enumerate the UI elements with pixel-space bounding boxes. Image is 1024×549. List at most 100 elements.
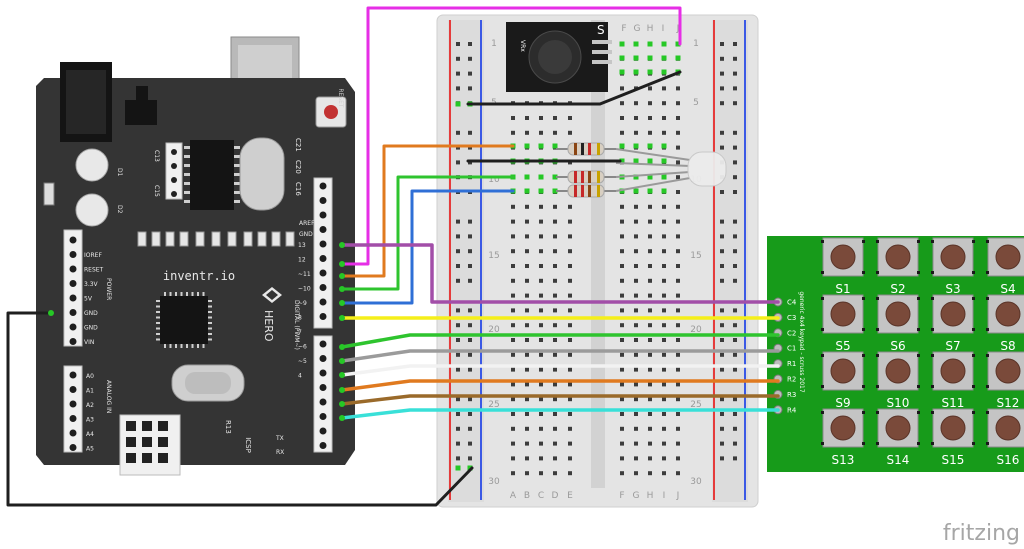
breadboard-hole xyxy=(511,323,515,328)
chip-pin xyxy=(184,155,190,158)
digital-pin-label: 12 xyxy=(298,257,306,264)
keypad-key-label: S13 xyxy=(832,453,855,467)
header-hole[interactable] xyxy=(69,251,77,258)
connected-hole xyxy=(455,101,461,107)
breadboard-hole xyxy=(620,441,624,446)
breadboard-hole xyxy=(620,101,624,106)
col-letter-bottom-g: G xyxy=(633,491,640,501)
header-hole[interactable] xyxy=(69,400,77,408)
keypad-key[interactable]: S16 xyxy=(986,408,1024,467)
breadboard-hole xyxy=(634,116,638,120)
header-hole[interactable] xyxy=(69,309,77,316)
keypad-key[interactable]: S15 xyxy=(931,408,975,467)
wire-endpoint xyxy=(339,401,345,407)
header-hole[interactable] xyxy=(319,340,327,348)
breadboard-hole xyxy=(676,338,680,342)
mcu-pin xyxy=(191,344,194,348)
breadboard-hole xyxy=(676,219,680,224)
keypad-key[interactable]: S12 xyxy=(986,351,1024,410)
connected-hole xyxy=(619,158,625,164)
header-hole[interactable] xyxy=(319,355,327,362)
header-hole[interactable] xyxy=(319,398,327,406)
breadboard-hole xyxy=(553,278,557,283)
connected-hole xyxy=(552,174,558,180)
header-hole[interactable] xyxy=(319,369,327,377)
connected-hole xyxy=(633,41,639,47)
keypad-key[interactable]: S6 xyxy=(876,294,920,353)
header-hole[interactable] xyxy=(69,429,77,437)
header-hole[interactable] xyxy=(319,197,327,204)
keypad-key[interactable]: S10 xyxy=(876,351,920,410)
analog-pin-label: A2 xyxy=(86,402,94,409)
keypad-key[interactable]: S5 xyxy=(821,294,865,353)
rail-hole xyxy=(468,145,472,150)
power-pin-label: GND xyxy=(84,310,98,317)
breadboard-hole xyxy=(568,471,572,476)
wire-c4-purple xyxy=(340,243,780,304)
keypad-key[interactable]: S7 xyxy=(931,294,975,353)
breadboard-hole xyxy=(648,471,652,476)
breadboard-hole xyxy=(511,338,515,342)
breadboard-hole xyxy=(648,278,652,283)
breadboard-hole xyxy=(662,86,666,91)
rail-hole xyxy=(733,456,737,461)
header-hole[interactable] xyxy=(69,386,77,393)
header-hole[interactable] xyxy=(319,442,327,449)
keypad-key[interactable]: S4 xyxy=(986,237,1024,296)
header-hole[interactable] xyxy=(69,265,77,273)
header-hole[interactable] xyxy=(319,298,327,306)
breadboard-hole xyxy=(648,382,652,387)
keypad-key[interactable]: S14 xyxy=(876,408,920,467)
keypad-key[interactable]: S13 xyxy=(821,408,865,467)
header-hole[interactable] xyxy=(319,269,327,277)
keypad-key[interactable]: S11 xyxy=(931,351,975,410)
rail-hole xyxy=(456,278,460,283)
header-hole[interactable] xyxy=(319,211,327,219)
connected-hole xyxy=(647,41,653,47)
breadboard-hole xyxy=(620,426,624,431)
connected-hole xyxy=(647,174,653,180)
power-pin-label: IOREF xyxy=(84,252,102,259)
breadboard-hole xyxy=(634,338,638,342)
header-hole[interactable] xyxy=(69,323,77,331)
keypad-key[interactable]: S1 xyxy=(821,237,865,296)
header-hole[interactable] xyxy=(319,384,327,391)
header-hole[interactable] xyxy=(69,280,77,287)
keypad-key[interactable]: S8 xyxy=(986,294,1024,353)
header-hole[interactable] xyxy=(69,236,77,244)
header-hole[interactable] xyxy=(319,226,327,233)
rail-hole xyxy=(733,308,737,313)
header-hole[interactable] xyxy=(69,294,77,302)
rail-hole xyxy=(468,456,472,461)
header-hole[interactable] xyxy=(69,371,77,379)
keypad-key[interactable]: S2 xyxy=(876,237,920,296)
keypad-key-label: S2 xyxy=(890,282,905,296)
header-hole[interactable] xyxy=(69,444,77,451)
header-hole[interactable] xyxy=(69,338,77,345)
connected-hole xyxy=(619,69,625,75)
header-hole[interactable] xyxy=(319,413,327,420)
header-hole[interactable] xyxy=(319,313,327,320)
keypad-key[interactable]: S3 xyxy=(931,237,975,296)
connected-hole xyxy=(647,158,653,164)
rail-hole xyxy=(456,441,460,446)
wire-endpoint xyxy=(339,415,345,421)
header-hole[interactable] xyxy=(319,182,327,190)
header-hole[interactable] xyxy=(69,415,77,422)
breadboard-hole xyxy=(634,234,638,239)
breadboard-hole xyxy=(634,204,638,209)
header-hole[interactable] xyxy=(319,284,327,291)
header-hole[interactable] xyxy=(319,427,327,435)
rail-hole xyxy=(733,145,737,150)
connected-hole xyxy=(661,143,667,149)
small-header xyxy=(165,142,183,200)
breadboard-hole xyxy=(620,471,624,476)
keypad-key[interactable]: S9 xyxy=(821,351,865,410)
mcu-pin xyxy=(180,292,183,296)
breadboard-hole xyxy=(634,426,638,431)
wire-endpoint xyxy=(339,372,345,378)
header-hole[interactable] xyxy=(319,255,327,262)
rail-hole xyxy=(720,352,724,357)
header-hole[interactable] xyxy=(319,240,327,248)
mcu-pin xyxy=(197,344,199,348)
